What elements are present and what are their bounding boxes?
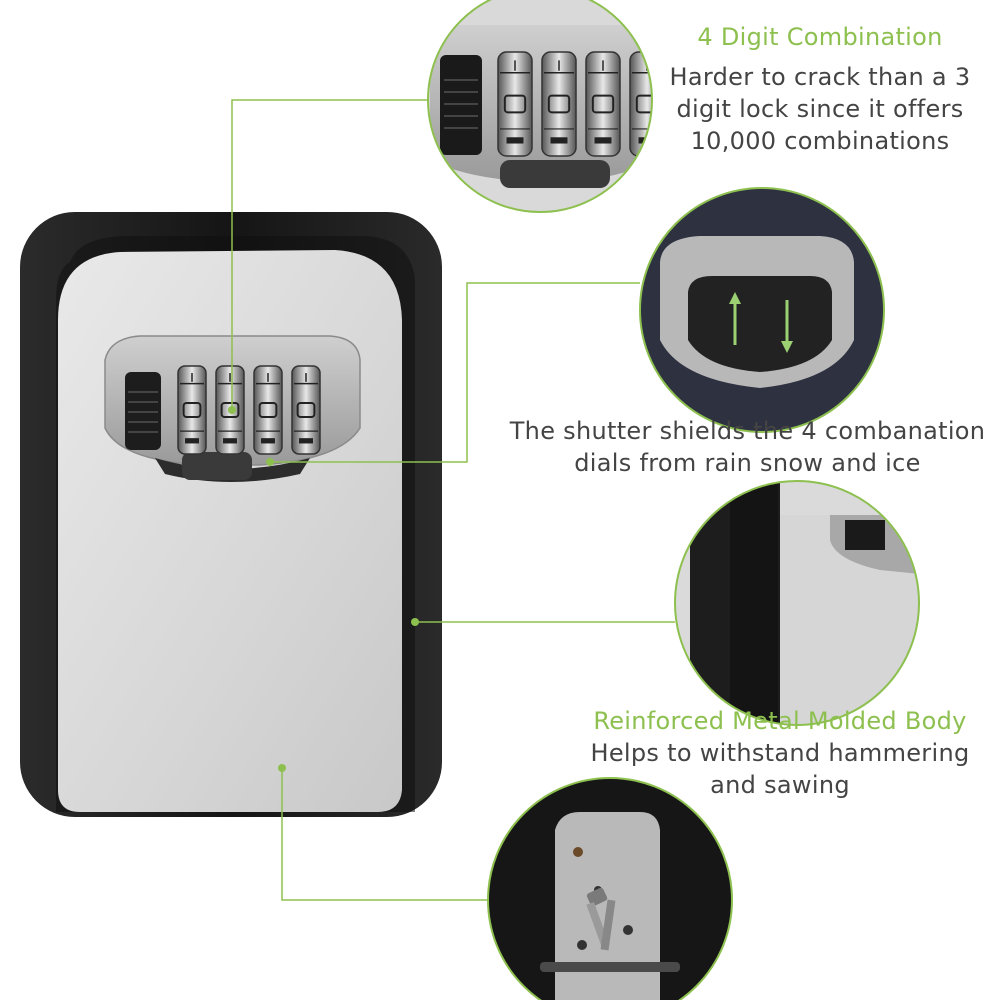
shutter-closeup-circle (639, 187, 885, 433)
feature-3-line-2: and sawing (710, 771, 850, 799)
feature-1-line-2: digit lock since it offers (676, 95, 964, 123)
dial-icon (177, 365, 321, 455)
feature-3-description: Helps to withstand hammering and sawing (560, 737, 1000, 801)
feature-3-line-1: Helps to withstand hammering (590, 739, 970, 767)
lock-box-icon (20, 212, 442, 817)
feature-3-title: Reinforced Metal Molded Body (593, 707, 967, 735)
shutter-arrows-icon (729, 292, 793, 353)
feature-1-title: 4 Digit Combination (697, 23, 943, 51)
feature-1-line-3: 10,000 combinations (690, 127, 950, 155)
key-icon (540, 887, 680, 972)
dial-closeup-circle (427, 0, 653, 213)
dial-icon (291, 365, 321, 455)
dial-icon (253, 365, 283, 455)
body-closeup-circle (674, 480, 920, 726)
feature-1-description: Harder to crack than a 3 digit lock sinc… (640, 61, 1000, 157)
feature-2-line-1: The shutter shields the 4 combanation (509, 417, 986, 445)
feature-2-line-2: dials from rain snow and ice (574, 449, 921, 477)
dial-icon (497, 51, 533, 157)
dial-icon (177, 365, 207, 455)
callout-lines (231, 99, 675, 901)
feature-1-line-1: Harder to crack than a 3 (669, 63, 971, 91)
dial-icon (585, 51, 621, 157)
feature-2-description: The shutter shields the 4 combanation di… (495, 415, 1000, 479)
key-compartment-circle (487, 777, 733, 1000)
dial-icon (541, 51, 577, 157)
